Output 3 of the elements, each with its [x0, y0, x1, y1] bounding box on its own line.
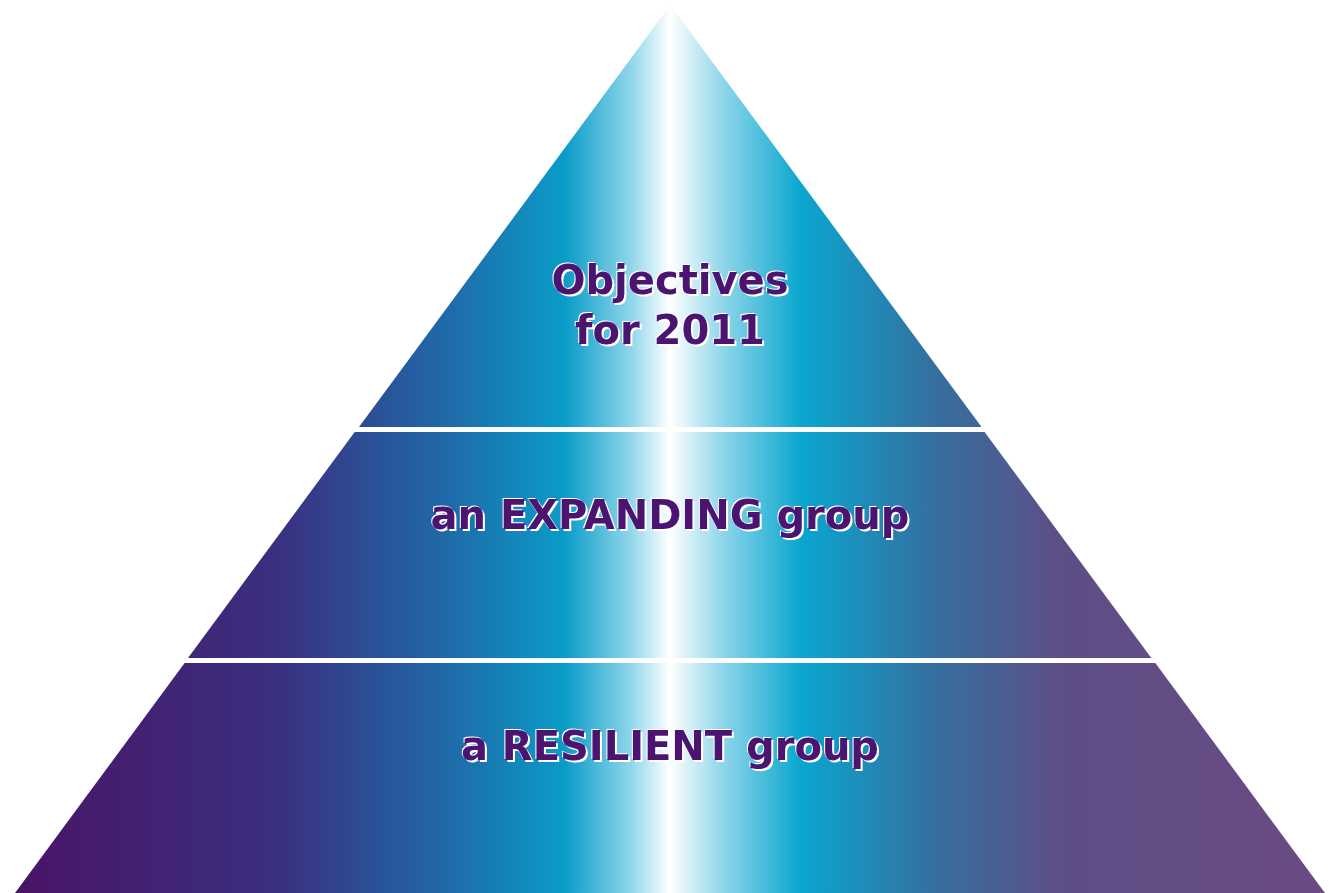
- pyramid-tier: [188, 432, 1152, 658]
- pyramid-apex-tier: [358, 5, 982, 427]
- pyramid-tier: [15, 663, 1325, 893]
